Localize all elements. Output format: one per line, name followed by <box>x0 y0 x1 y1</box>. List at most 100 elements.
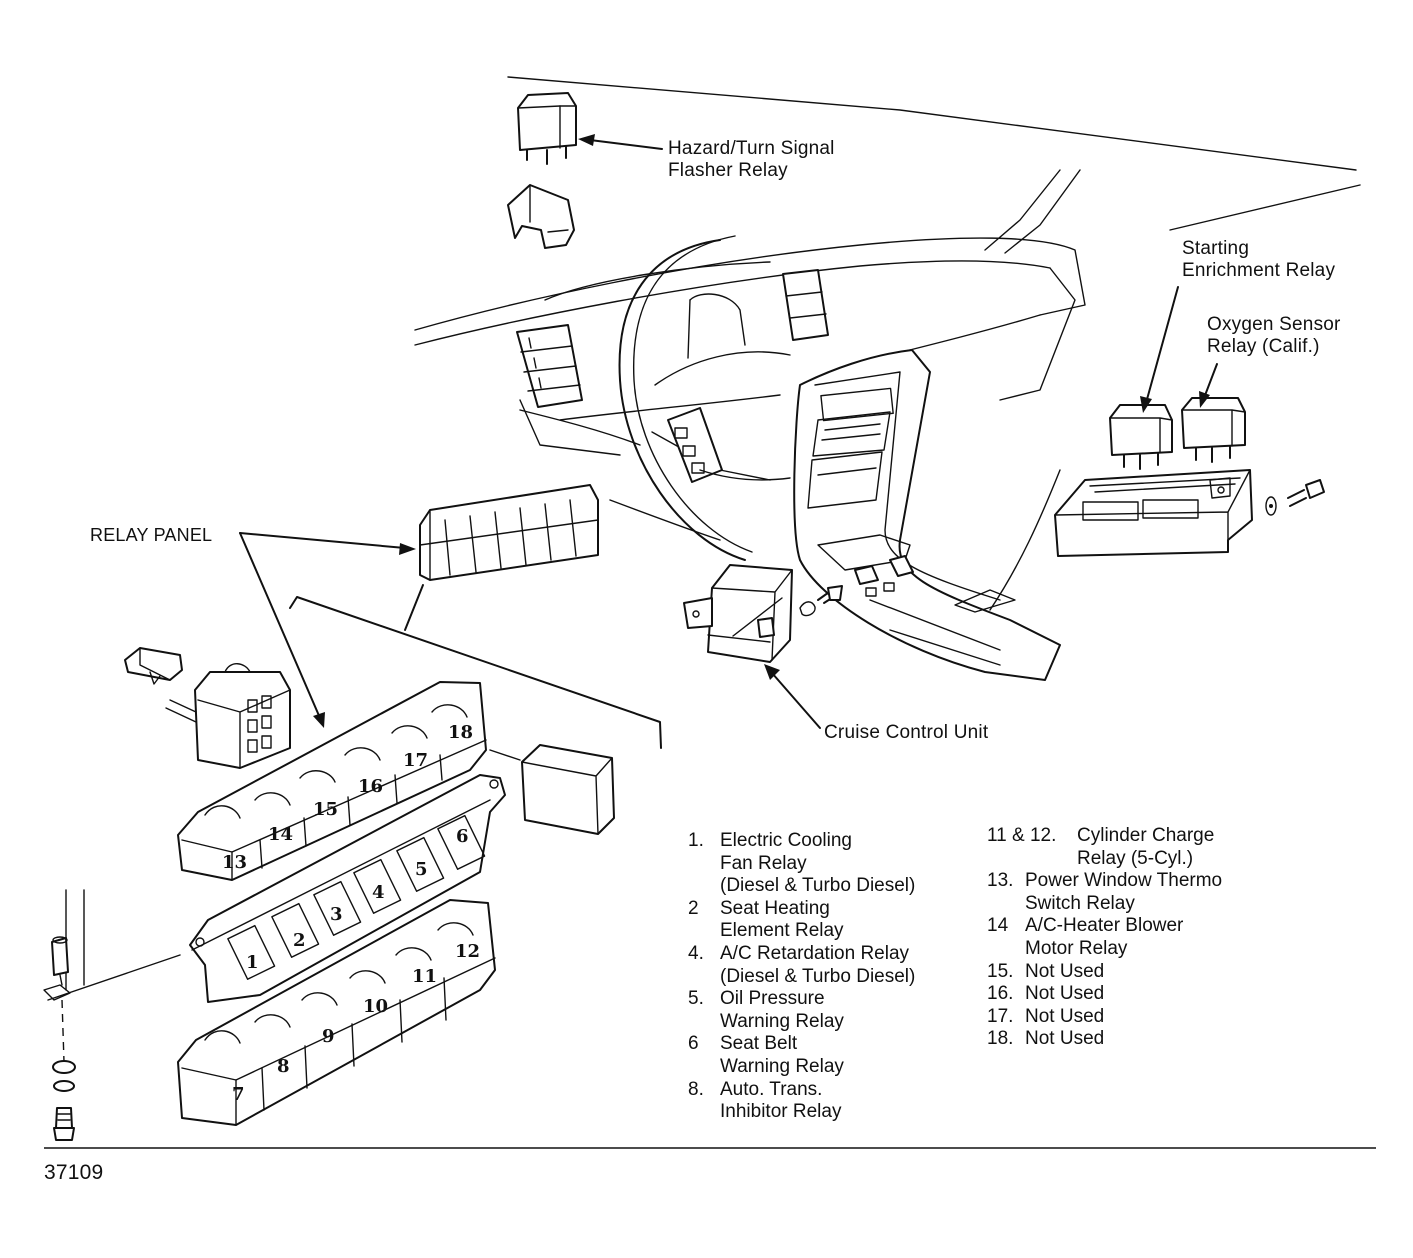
relay-number-12: 12 <box>455 941 480 962</box>
relay-number-14: 14 <box>268 824 293 845</box>
relay-number-8: 8 <box>277 1056 290 1077</box>
relay-panel-in-vehicle <box>419 484 599 581</box>
legend-right-entry-text: Not Used <box>1025 1005 1105 1027</box>
legend-left-entry-3-line2: (Diesel & Turbo Diesel) <box>688 966 915 989</box>
legend-right-entry-2-line2: Switch Relay <box>987 893 1222 916</box>
legend-left-entry-text: A/C Retardation Relay <box>720 942 910 964</box>
legend-left-entry-3: 4. A/C Retardation Relay <box>688 943 915 966</box>
legend-left-entry-text: Warning Relay <box>720 1010 844 1032</box>
legend-left-entry-number <box>688 1056 720 1079</box>
legend-left-entry-5-line2: Warning Relay <box>688 1056 915 1079</box>
enrichment-oxygen-relays-drawing <box>1054 397 1325 557</box>
relay-number-9: 9 <box>322 1026 335 1047</box>
legend-left-entry-5: 6 Seat Belt <box>688 1033 915 1056</box>
legend-left-entry-1-line2: Fan Relay <box>688 853 915 876</box>
legend-right-entry-5: 16. Not Used <box>987 983 1222 1006</box>
legend-right-entry-number: 15. <box>987 960 1014 982</box>
legend-left-entry-2-line2: Element Relay <box>688 920 915 943</box>
cruise-pointer-arrow <box>764 664 821 729</box>
legend-right-entry-number: 18. <box>987 1028 1014 1050</box>
legend-right-entry-text: Power Window Thermo <box>1025 870 1223 892</box>
relay-number-2: 2 <box>293 930 306 951</box>
legend-left-entry-number: 1. <box>688 830 704 851</box>
legend-right-entry-number: 16. <box>987 983 1014 1005</box>
hazard-relay-pointer-arrow <box>578 134 663 150</box>
legend-right-entry-1: 11 & 12.Cylinder Charge <box>987 825 1222 848</box>
legend-left-entry-number: 8. <box>688 1078 704 1100</box>
legend-left-entry-number <box>688 966 720 989</box>
relay-number-1: 1 <box>246 952 259 973</box>
legend-right-entry-text: Not Used <box>1025 983 1105 1005</box>
legend-right-entry-3-line2: Motor Relay <box>987 938 1222 961</box>
relay-number-6: 6 <box>456 826 469 847</box>
legend-left-entry-text: Inhibitor Relay <box>720 1101 842 1123</box>
legend-left-entry-number <box>688 1011 720 1034</box>
legend-right-entry-number: 17. <box>987 1005 1014 1027</box>
legend-left-entry-1-line3: (Diesel & Turbo Diesel) <box>688 875 915 898</box>
legend-left-entry-6: 8. Auto. Trans. <box>688 1079 915 1102</box>
legend-right-entry-6: 17. Not Used <box>987 1006 1222 1029</box>
legend-left-entry-number: 4. <box>688 942 704 964</box>
legend-right-entry-2: 13. Power Window Thermo <box>987 870 1222 893</box>
cruise-control-unit-label: Cruise Control Unit <box>824 722 989 743</box>
legend-right-entry-number <box>987 938 1025 961</box>
legend-left-entry-text: Electric Cooling <box>720 830 852 851</box>
legend-left-entry-text: (Diesel & Turbo Diesel) <box>720 875 916 897</box>
legend-right-entry-text: Not Used <box>1025 960 1105 982</box>
dashboard-drawing <box>414 76 1361 681</box>
relay-number-15: 15 <box>313 799 338 820</box>
legend-right-entry-text: Not Used <box>1025 1028 1105 1050</box>
legend-left-entry-number <box>688 875 720 898</box>
legend-left-entry-number <box>688 920 720 943</box>
oxygen-sensor-pointer-arrow <box>1199 363 1218 408</box>
relay-number-18: 18 <box>448 722 473 743</box>
relay-number-5: 5 <box>415 859 428 880</box>
hazard-relay-label-line1: Hazard/Turn Signal <box>668 138 835 159</box>
hazard-flasher-relay-drawing <box>507 92 577 249</box>
relay-number-3: 3 <box>330 904 343 925</box>
relay-number-labels: 1 2 3 4 5 6 7 8 9 10 11 12 13 14 15 16 1… <box>222 722 480 1105</box>
legend-right-entry-1-line2: Relay (5-Cyl.) <box>987 848 1222 871</box>
legend-left-entry-number: 6 <box>688 1033 699 1055</box>
legend-right-entry-text: Motor Relay <box>1025 937 1128 959</box>
legend-left-entry-text: Auto. Trans. <box>720 1078 823 1100</box>
legend-right-entry-4: 15. Not Used <box>987 961 1222 984</box>
legend-left-entry-4: 5. Oil Pressure <box>688 988 915 1011</box>
legend-left-entry-number: 5. <box>688 988 704 1010</box>
legend-right-entry-text: Relay (5-Cyl.) <box>1077 847 1194 869</box>
legend-left-entry-text: Oil Pressure <box>720 988 825 1010</box>
legend-left-entry-text: Warning Relay <box>720 1055 844 1077</box>
legend-right-entry-number <box>987 848 1077 871</box>
legend-right-entry-text: A/C-Heater Blower <box>1025 915 1184 937</box>
starting-enrichment-relay-label: Starting Enrichment Relay <box>1182 238 1335 282</box>
hazard-relay-label: Hazard/Turn Signal Flasher Relay <box>668 138 835 182</box>
cruise-control-unit-drawing <box>683 564 843 663</box>
hazard-relay-label-line2: Flasher Relay <box>668 160 788 181</box>
legend-right-entry-text: Cylinder Charge <box>1077 825 1215 846</box>
legend-right-entry-number <box>987 893 1025 916</box>
legend-left-entry-text: Seat Belt <box>720 1033 798 1055</box>
legend-left-entry-1: 1. Electric Cooling <box>688 830 915 853</box>
relay-panel-exploded <box>43 647 615 1141</box>
relay-number-17: 17 <box>403 750 428 771</box>
legend-right-entry-7: 18. Not Used <box>987 1028 1222 1051</box>
starting-enrichment-label-line1: Starting <box>1182 238 1250 259</box>
legend-right-entry-text: Switch Relay <box>1025 892 1135 914</box>
exploded-view-callout <box>289 584 662 761</box>
legend-left-entry-number <box>688 853 720 876</box>
oxygen-sensor-label-line1: Oxygen Sensor <box>1207 314 1341 335</box>
legend-left-entry-text: Seat Heating <box>720 897 830 919</box>
legend-left-entry-number <box>688 1101 720 1124</box>
figure-id: 37109 <box>44 1161 104 1184</box>
oxygen-sensor-relay-label: Oxygen Sensor Relay (Calif.) <box>1207 314 1341 358</box>
oxygen-sensor-label-line2: Relay (Calif.) <box>1207 336 1320 357</box>
relay-number-13: 13 <box>222 852 247 873</box>
legend-right-entry-number: 13. <box>987 870 1014 892</box>
starting-enrichment-label-line2: Enrichment Relay <box>1182 260 1336 281</box>
legend-left-entry-text: Fan Relay <box>720 852 807 874</box>
